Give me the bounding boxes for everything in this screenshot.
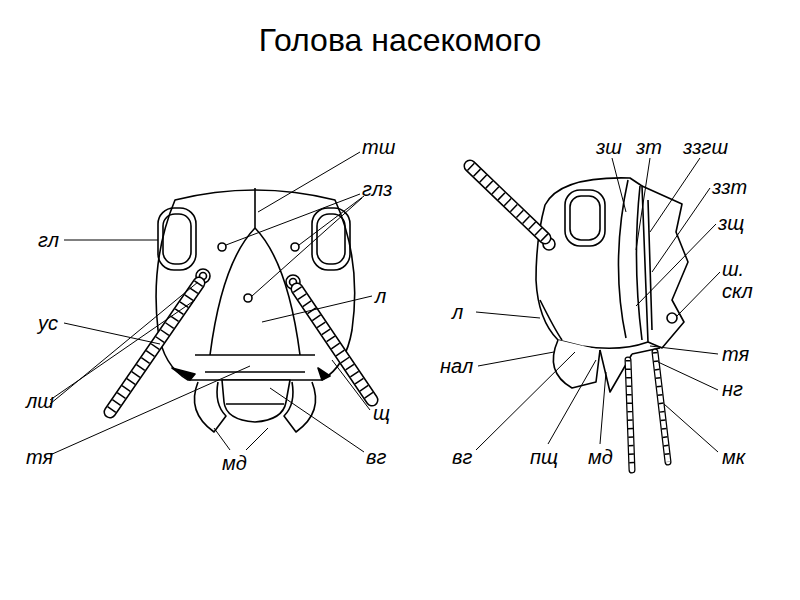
part-label: нал: [440, 355, 473, 377]
part-label: мк: [722, 446, 745, 468]
part-label: вг: [452, 446, 472, 468]
part-label: гл: [38, 229, 59, 251]
part-label: л: [452, 301, 463, 323]
part-label: ус: [38, 312, 58, 334]
part-label: тя: [722, 343, 749, 365]
part-label: мд: [222, 452, 247, 474]
part-label: лш: [26, 390, 54, 412]
part-label: глз: [362, 178, 392, 200]
part-label: зт: [636, 136, 662, 158]
part-label: л: [375, 285, 386, 307]
part-label: ззгш: [683, 136, 728, 158]
part-label: нг: [722, 378, 743, 400]
part-label: вг: [366, 446, 386, 468]
part-label: ш. скл: [722, 258, 762, 302]
part-label: щ: [373, 402, 390, 424]
part-label: мд: [588, 446, 613, 468]
part-label: зщ: [718, 212, 744, 234]
part-label: тш: [362, 136, 395, 158]
part-label: тя: [26, 446, 53, 468]
part-label: ззт: [712, 176, 747, 198]
part-label: пщ: [530, 446, 558, 468]
part-label: зш: [596, 136, 622, 158]
diagram-title: Голова насекомого: [0, 22, 800, 59]
